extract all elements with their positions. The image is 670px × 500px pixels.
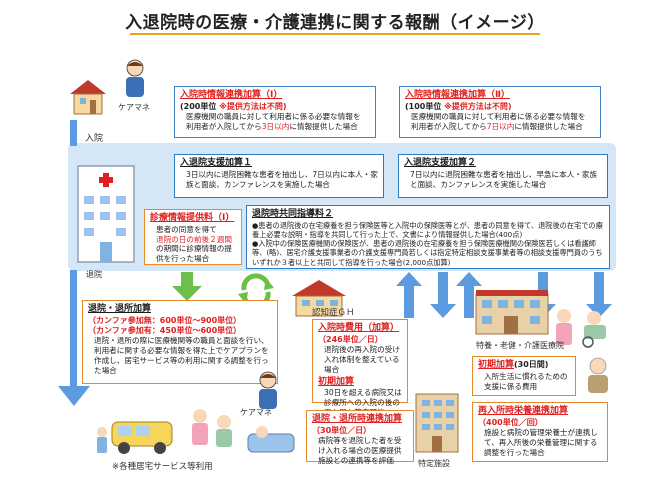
admission-arrow-stem — [70, 120, 77, 146]
elderly-person-icon — [588, 357, 608, 393]
info2-text-red: 7日以内 — [486, 121, 515, 131]
info2-title: 入院時情報連携加算（Ⅱ） — [405, 90, 510, 100]
info2-text-c: に情報提供した場合 — [514, 121, 583, 131]
initial-facility-box: 初期加算(30日間) 入所生活に慣れるための支援に係る費用 — [472, 356, 576, 396]
info-link-1-box: 入院時情報連携加算（Ⅰ） (200単位 ※提供方法は不問) 医療機関の職員に対し… — [174, 86, 376, 138]
gh-house-icon — [292, 280, 346, 317]
up-arrow-gh — [396, 272, 422, 318]
info2-text-a: 医療機関の職員に対して利用者に係る必要な情報を — [411, 112, 586, 122]
info1-title: 入院時情報連携加算（Ⅰ） — [180, 90, 283, 100]
joint-guidance-box: 退院時共同指導料２ ●患者の退院後の在宅療養を担う保険医等と入院中の保険医等とが… — [246, 205, 610, 269]
green-down-arrow — [172, 272, 202, 301]
caremanager-person-icon — [126, 59, 144, 97]
discharge-coop-units: （30単位／日） — [312, 425, 372, 435]
discharge-u1: （カンファ参加無：600単位〜900単位） — [88, 315, 242, 325]
nutrition-text: 施設と病院の管理栄養士が連携して、再入所後の栄養管理に関する調整を行った場合 — [484, 428, 598, 457]
info-link-2-box: 入院時情報連携加算（Ⅱ） (100単位 ※提供方法は不問) 医療機関の職員に対し… — [399, 86, 601, 138]
joint-title: 退院時共同指導料２ — [252, 209, 334, 219]
left-arrow-stem — [70, 270, 77, 390]
support1-text: 3日以内に退院困難な患者を抽出し、7日以内に本人・家族と面談、カンファレンスを実… — [186, 169, 378, 189]
down-arrow-right — [586, 272, 612, 318]
admission-fee-box: 入院時費用（加算） （246単位／日） 退院後の再入院の受け入れ体制を整えている… — [312, 319, 408, 417]
page-title: 入退院時の医療・介護連携に関する報酬（イメージ） — [125, 13, 545, 33]
info2-note: ※提供方法は不問) — [444, 101, 512, 111]
info1-note: ※提供方法は不問) — [219, 101, 287, 111]
support-1-box: 入退院支援加算１ 3日以内に退院困難な患者を抽出し、7日以内に本人・家族と面談、… — [174, 154, 384, 198]
facility-building-icon — [475, 290, 549, 335]
nutrition-units: （400単位／回） — [478, 417, 543, 427]
initial-fac-title: 初期加算 — [478, 360, 515, 370]
home-icon — [70, 80, 106, 115]
discharge-coop-box: 退院・退所時連携加算 （30単位／日） 病院等を退院した者を受け入れる場合の医療… — [306, 410, 414, 465]
caregiver-scene-icon — [192, 409, 232, 447]
facility-label: 特養・老健・介護医療院 — [476, 341, 564, 350]
nutrition-box: 再入所時栄養連携加算 （400単位／回） 施設と病院の管理栄養士が連携して、再入… — [472, 402, 608, 462]
info2-units: (100単位 — [405, 101, 442, 111]
left-down-arrow — [58, 386, 90, 406]
medinfo-text-a: 患者の同意を得て — [156, 224, 217, 234]
discharge-coop-title: 退院・退所時連携加算 — [312, 414, 403, 424]
info1-units: (200単位 — [180, 101, 217, 111]
info1-text-red: 3日以内 — [261, 121, 290, 131]
medinfo-text-red: 退院の日の前後２週間 — [156, 234, 232, 244]
gh-label: 認知症ＧＨ — [312, 308, 355, 318]
discharge-label: 退院 — [86, 270, 102, 279]
admission-fee-units: （246単位／日） — [318, 334, 383, 344]
specific-label: 特定施設 — [418, 459, 450, 468]
nutrition-title: 再入所時栄養連携加算 — [478, 406, 569, 416]
support-2-box: 入退院支援加算２ 7日以内に退院困難な患者を抽出し、早急に本人・家族と面談、カン… — [398, 154, 608, 198]
title-underline — [130, 33, 540, 35]
specific-facility-icon — [415, 393, 459, 453]
discharge-coop-text: 病院等を退院した者を受け入れる場合の医療提供施設との連携等を評価 — [318, 436, 402, 465]
caremanager-person-bottom-icon — [259, 371, 277, 409]
medinfo-title: 診療情報提供料（Ⅰ） — [150, 213, 235, 223]
info1-text-a: 医療機関の職員に対して利用者に係る必要な情報を — [186, 112, 361, 122]
discharge-box: 退院・退所加算 （カンファ参加無：600単位〜900単位） （カンファ参加有：4… — [82, 300, 278, 384]
discharge-u2: （カンファ参加有：450単位〜600単位） — [88, 326, 242, 336]
support1-title: 入退院支援加算１ — [180, 158, 253, 168]
hospital-icon — [77, 165, 135, 263]
medinfo-box: 診療情報提供料（Ⅰ） 患者の同意を得て退院の日の前後２週間の期間に診療情報の提供… — [144, 209, 242, 265]
care-van-icon — [97, 421, 173, 454]
up-arrow-fac — [456, 272, 482, 318]
medinfo-text-b: の期間に診療情報の提供を行った場合 — [156, 244, 232, 264]
admission-label: 入院 — [85, 134, 104, 144]
bath-scene-icon — [247, 426, 295, 453]
info1-text-c: に情報提供した場合 — [289, 121, 358, 131]
initial-gh-title: 初期加算 — [318, 376, 355, 387]
left-arrow-spacer — [66, 400, 80, 406]
caremanager-label-top: ケアマネ — [118, 103, 150, 112]
discharge-text: 退院・退所の際に医療機関等の職員と面談を行い、利用者に関する必要な情報を得た上で… — [94, 336, 269, 376]
support2-text: 7日以内に退院困難な患者を抽出し、早急に本人・家族と面談、カンファレンスを実施し… — [410, 169, 598, 189]
discharge-title: 退院・退所加算 — [88, 304, 152, 314]
admission-fee-text: 退院後の再入院の受け入れ体制を整えている場合 — [324, 345, 400, 374]
initial-fac-text: 入所生活に慣れるための支援に係る費用 — [484, 371, 568, 391]
initial-fac-units: (30日間) — [514, 360, 549, 369]
info1-text-b: 利用者が入院してから — [186, 121, 262, 131]
home-services-label: ※各種居宅サービス等利用 — [112, 462, 213, 472]
info2-text-b: 利用者が入院してから — [411, 121, 487, 131]
joint-p2: ●入院中の保険医療機関の保険医が、患者の退院後の在宅療養を担う保険医療機関の保険… — [252, 239, 603, 267]
caremanager-label-bottom: ケアマネ — [240, 408, 272, 417]
facility-care-scene-icon — [556, 309, 606, 348]
down-arrow-gh — [430, 272, 456, 318]
admission-fee-title: 入院時費用（加算） — [318, 323, 400, 333]
support2-title: 入退院支援加算２ — [404, 158, 477, 168]
joint-p1: ●患者の退院後の在宅療養を担う保険医等と入院中の保険医等とが、患者の同意を得て、… — [252, 220, 603, 239]
